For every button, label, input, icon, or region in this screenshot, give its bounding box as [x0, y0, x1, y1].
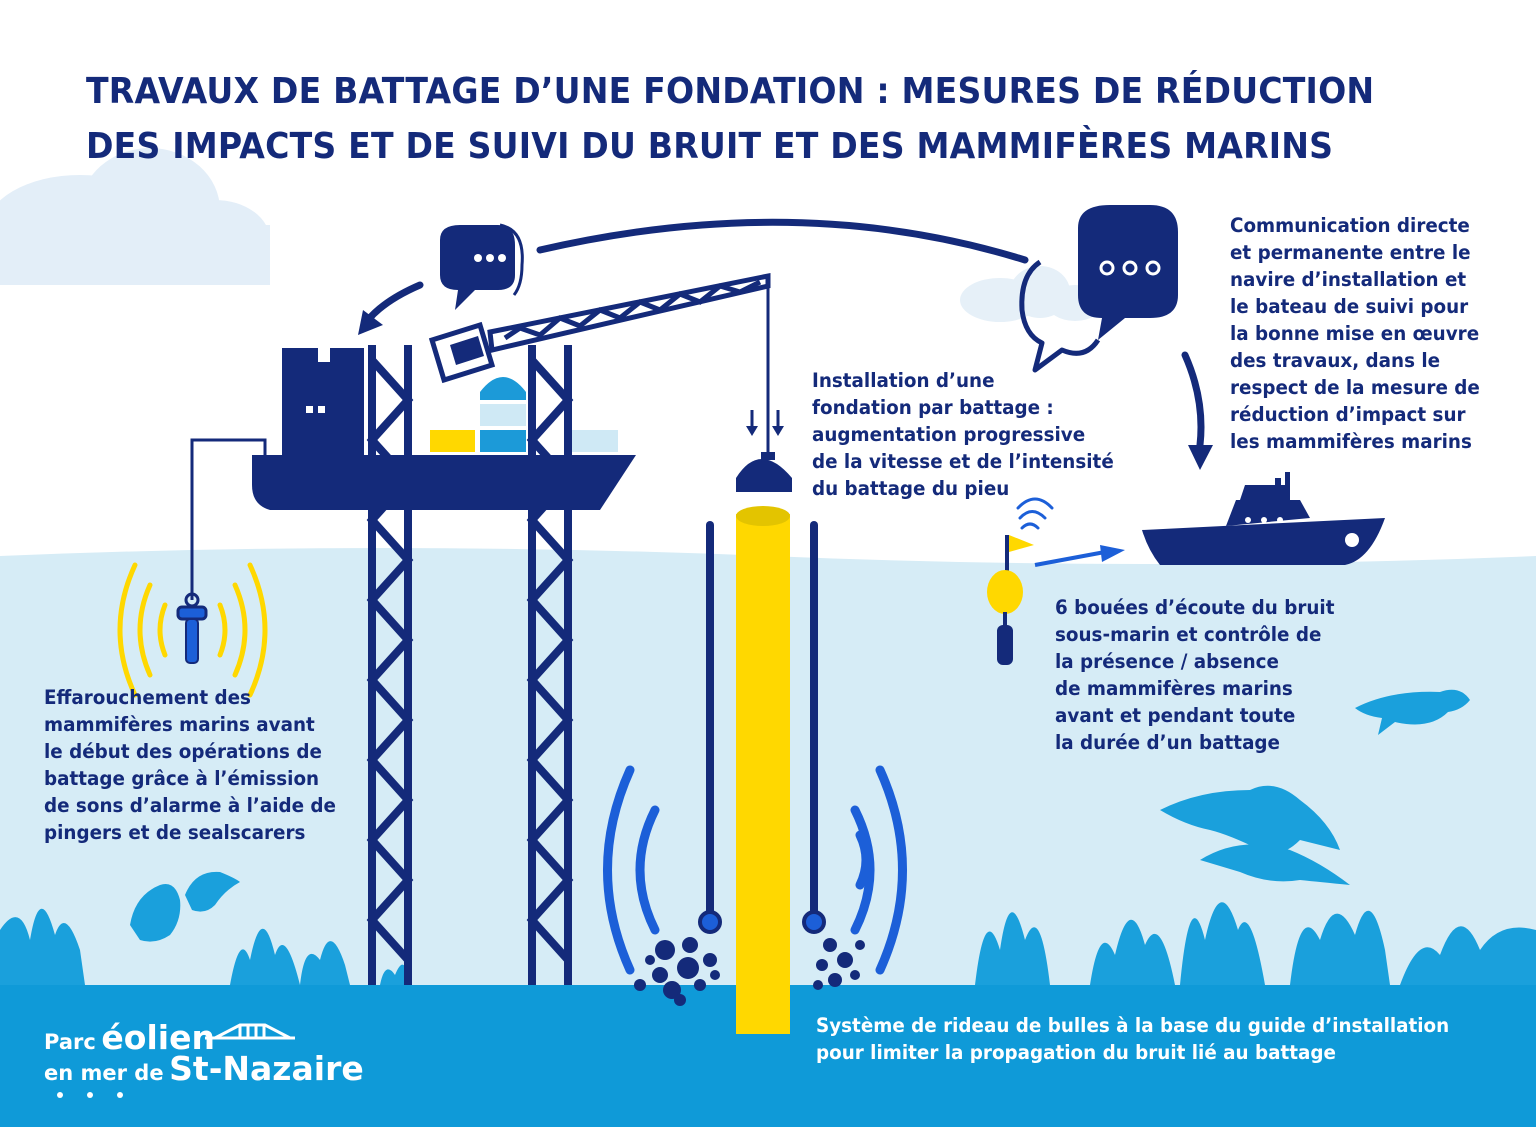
cloud-left-icon — [0, 148, 270, 285]
chat-bubbles-right-icon — [1019, 205, 1178, 373]
effarouchement-label: Effarouchement des mammifères marins ava… — [44, 684, 336, 846]
pinger-icon — [117, 438, 268, 698]
rideau-line: pour limiter la propagation du bruit lié… — [816, 1041, 1336, 1064]
buoy-icon — [987, 497, 1125, 665]
communication-line: des travaux, dans le — [1230, 349, 1441, 372]
seaweed-right-icon — [975, 902, 1536, 985]
installation-vessel — [252, 272, 792, 985]
installation-line: Installation d’une — [812, 369, 995, 392]
communication-line: Communication directe — [1230, 214, 1470, 237]
installation-line: augmentation progressive — [812, 423, 1086, 446]
wind-turbine-small-icon — [57, 1092, 123, 1098]
rideau-line: Système de rideau de bulles à la base du… — [816, 1014, 1450, 1037]
installation-line: du battage du pieu — [812, 477, 1010, 500]
bouees-line: avant et pendant toute — [1055, 704, 1296, 727]
chat-bubble-left-icon — [440, 223, 524, 310]
page-title: TRAVAUX DE BATTAGE D’UNE FONDATION : MES… — [86, 64, 1375, 174]
park-logo: Parc éolien en mer de St-Nazaire — [44, 1018, 364, 1088]
communication-label: Communication directe et permanente entr… — [1230, 212, 1480, 455]
logo-st: St — [169, 1049, 209, 1088]
bouees-line: sous-marin et contrôle de — [1055, 623, 1322, 646]
dolphin-right-top-icon — [1355, 689, 1470, 735]
communication-line: la bonne mise en œuvre — [1230, 322, 1480, 345]
rideau-label: Système de rideau de bulles à la base du… — [816, 1012, 1449, 1066]
logo-parc: Parc — [44, 1030, 96, 1054]
effarouchement-line: mammifères marins avant — [44, 713, 315, 736]
title-line-1: TRAVAUX DE BATTAGE D’UNE FONDATION : MES… — [86, 71, 1375, 112]
foundation-pile — [698, 506, 826, 1034]
effarouchement-line: de sons d’alarme à l’aide de — [44, 794, 336, 817]
logo-eolien: éolien — [101, 1018, 215, 1057]
bouees-line: de mammifères marins — [1055, 677, 1293, 700]
communication-line: réduction d’impact sur — [1230, 403, 1466, 426]
installation-line: de la vitesse et de l’intensité — [812, 450, 1114, 473]
bubble-curtain-icon — [634, 937, 865, 1006]
bouees-line: la durée d’un battage — [1055, 731, 1280, 754]
bouees-line: 6 bouées d’écoute du bruit — [1055, 596, 1335, 619]
monitoring-boat-icon — [1142, 472, 1385, 565]
bouees-line: la présence / absence — [1055, 650, 1279, 673]
installation-line: fondation par battage : — [812, 396, 1054, 419]
bouees-label: 6 bouées d’écoute du bruit sous-marin et… — [1055, 594, 1334, 756]
communication-line: les mammifères marins — [1230, 430, 1472, 453]
dolphin-left-icon — [130, 871, 240, 942]
installation-label: Installation d’une fondation par battage… — [812, 367, 1114, 502]
communication-line: le bateau de suivi pour — [1230, 295, 1469, 318]
effarouchement-line: le début des opérations de — [44, 740, 322, 763]
communication-line: et permanente entre le — [1230, 241, 1471, 264]
effarouchement-line: Effarouchement des — [44, 686, 251, 709]
effarouchement-line: pingers et de sealscarers — [44, 821, 306, 844]
seaweed-left-icon — [0, 908, 410, 985]
title-line-2: DES IMPACTS ET DE SUIVI DU BRUIT ET DES … — [86, 126, 1334, 167]
dolphin-right-large-icon — [1160, 785, 1350, 885]
communication-line: navire d’installation et — [1230, 268, 1467, 291]
effarouchement-line: battage grâce à l’émission — [44, 767, 320, 790]
sound-waves-icon — [603, 765, 907, 975]
bridge-logo-icon — [205, 1023, 295, 1040]
logo-en-mer-de: en mer de — [44, 1061, 164, 1085]
communication-line: respect de la mesure de — [1230, 376, 1480, 399]
logo-nazaire: -Nazaire — [208, 1049, 364, 1088]
